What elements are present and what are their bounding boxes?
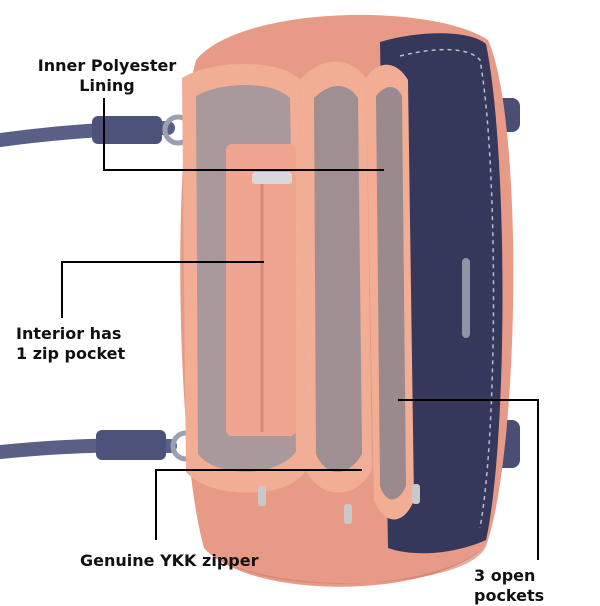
annotation-ykk-zipper: Genuine YKK zipper [80,551,259,570]
annotation-zip-pocket: Interior has 1 zip pocket [16,324,126,363]
annotation-lining: Inner Polyester Lining [37,56,177,95]
strap-top [0,114,194,147]
callout-lines [61,98,539,560]
strap-bottom [0,430,202,462]
annotation-open-pockets: 3 open pockets [474,566,545,605]
